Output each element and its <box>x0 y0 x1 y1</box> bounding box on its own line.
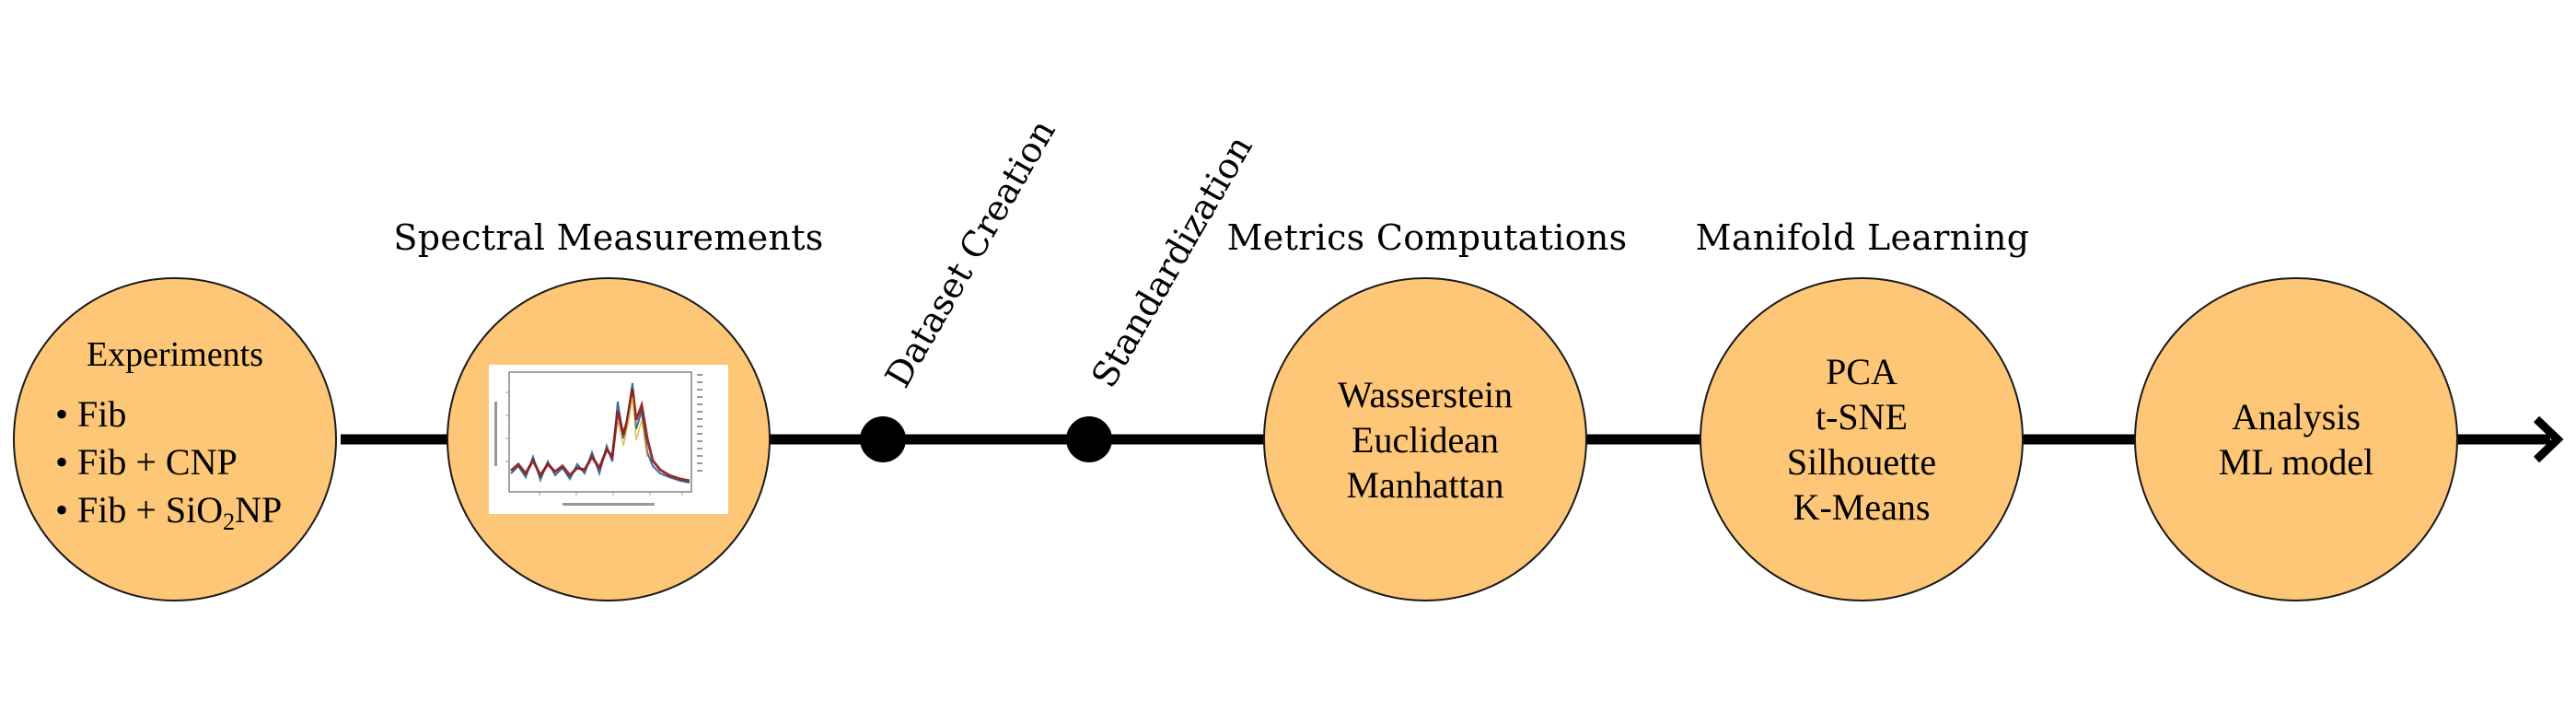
analysis-text: Analysis <box>2232 396 2361 438</box>
manifold-learning-circle: PCA t-SNE Silhouette K-Means <box>1700 277 2024 601</box>
raman-spectrum-plot-icon <box>489 365 728 514</box>
manifold-silhouette: Silhouette <box>1786 441 1937 483</box>
metric-wasserstein: Wasserstein <box>1337 373 1514 415</box>
ml-model-text: ML model <box>2218 441 2374 483</box>
experiment-item-fib-sio2np: • Fib + SiO2NP <box>55 489 283 535</box>
experiment-item-fib-cnp: • Fib + CNP <box>55 441 238 483</box>
manifold-kmeans: K-Means <box>1793 486 1931 528</box>
experiments-title: Experiments <box>86 335 264 374</box>
standardization-node <box>1066 416 1112 462</box>
dataset-creation-node <box>860 416 906 462</box>
spectral-measurements-label: Spectral Measurements <box>393 217 824 258</box>
manifold-learning-label: Manifold Learning <box>1695 217 2030 258</box>
metrics-computations-label: Metrics Computations <box>1226 217 1628 258</box>
spectral-measurements-circle <box>447 277 771 601</box>
metrics-computations-circle: Wasserstein Euclidean Manhattan <box>1263 277 1587 601</box>
metric-euclidean: Euclidean <box>1352 418 1499 461</box>
manifold-pca: PCA <box>1826 351 1897 392</box>
analysis-circle: Analysis ML model <box>2134 277 2458 601</box>
manifold-tsne: t-SNE <box>1816 396 1908 438</box>
metric-manhattan: Manhattan <box>1346 463 1504 506</box>
experiment-item-fib: • Fib <box>55 393 127 435</box>
experiments-circle: Experiments • Fib • Fib + CNP • Fib + Si… <box>13 277 337 601</box>
